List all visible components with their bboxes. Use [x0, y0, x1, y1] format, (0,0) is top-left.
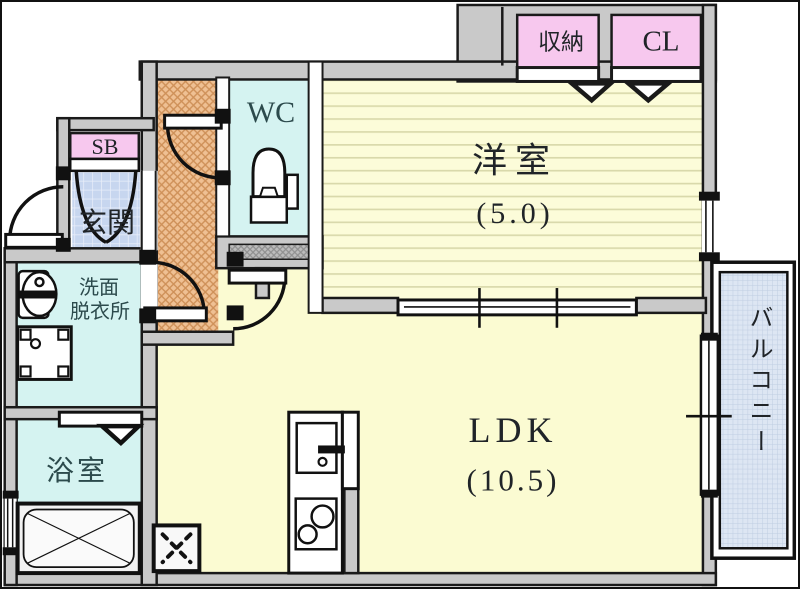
closet2-label: CL	[642, 25, 680, 58]
bathroom-window-icon	[2, 490, 19, 556]
closet1-folding-door-icon	[565, 81, 617, 104]
bathroom-folding-door-icon	[57, 410, 145, 447]
kitchen-stub-wall	[343, 487, 360, 575]
western-room-label: 洋室	[471, 141, 559, 181]
closet1-threshold	[515, 66, 601, 83]
ldk-label: LDK	[468, 410, 558, 450]
washroom-label-line2: 脱衣所	[70, 301, 130, 323]
entrance-label: 玄関	[78, 208, 136, 239]
wc-label: WC	[246, 96, 296, 129]
closets	[69, 13, 703, 161]
western-room-window-icon	[698, 191, 720, 262]
washbasin-icon	[17, 269, 58, 320]
western-room-size: (5.0)	[476, 197, 554, 230]
balcony-sliding-door-icon	[686, 332, 732, 498]
wc-western-room-partition	[307, 60, 324, 314]
wc-hallway-partition	[215, 76, 231, 238]
ldk-size: (10.5)	[466, 462, 560, 498]
western-room-south-wall-east	[635, 296, 708, 315]
closet1-box	[515, 13, 600, 69]
bathroom-label: 浴室	[45, 456, 109, 487]
entrance-top-wall	[56, 116, 155, 132]
room-divider-sliding-door-icon	[396, 288, 638, 328]
kitchen-unit	[287, 410, 360, 575]
shoe-box-double-door-icon	[69, 157, 141, 244]
fixtures	[15, 147, 360, 576]
refrigerator-space-icon	[151, 523, 202, 574]
doors	[4, 108, 288, 447]
toilet-icon	[249, 147, 299, 224]
entrance-door-icon	[4, 166, 71, 252]
entrance-step	[140, 170, 158, 251]
closet2-threshold	[610, 66, 703, 83]
balcony-deck	[718, 270, 789, 550]
balcony	[710, 260, 797, 560]
washroom-top-wall	[3, 247, 158, 264]
western-room-south-wall-west	[321, 296, 400, 315]
ldk-door-icon	[226, 251, 288, 331]
hallway-south-wall	[140, 330, 235, 346]
washroom-label-line1: 洗面	[79, 277, 119, 299]
washroom-doorway-gap	[140, 263, 158, 315]
closet2-folding-door-icon	[622, 81, 675, 104]
entrance-left-wall	[56, 116, 71, 252]
shoe-box-label: SB	[91, 134, 119, 159]
wc-door-icon	[163, 108, 231, 186]
balcony-label: バルコニー	[745, 305, 771, 460]
washroom-door-icon	[139, 249, 208, 324]
western-room-floor	[322, 77, 704, 302]
bathtub-icon	[15, 501, 142, 576]
kitchen-sink-icon	[295, 421, 345, 475]
windows	[2, 191, 732, 556]
stove-icon	[294, 497, 338, 551]
shoe-box	[69, 131, 141, 161]
washing-machine-pan-icon	[16, 325, 73, 381]
closet1-label: 収納	[538, 29, 584, 55]
